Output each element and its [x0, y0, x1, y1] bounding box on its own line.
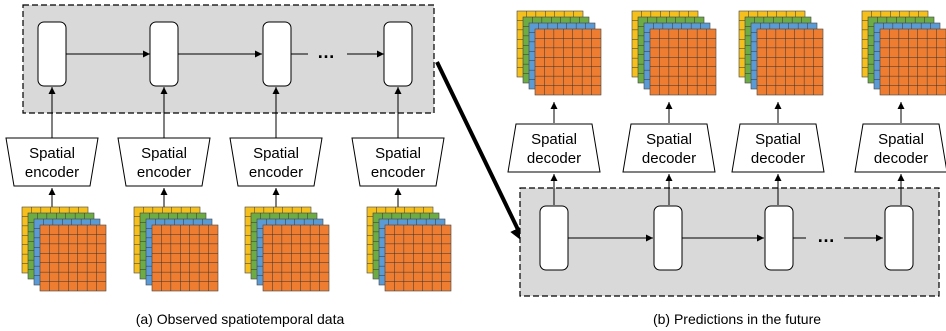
encoder-label-line1: Spatial [29, 145, 75, 162]
rnn-cell-observed-3 [262, 21, 292, 87]
decoder-label-line2: decoder [874, 150, 928, 167]
rnn-cell-prediction-1 [539, 205, 569, 271]
decoder-label-line1: Spatial [878, 131, 924, 148]
observed-grids [21, 206, 452, 292]
encoder-label-line1: Spatial [141, 145, 187, 162]
decoder-shape [507, 123, 601, 173]
encoder-label-line1: Spatial [375, 145, 421, 162]
rnn-cell-prediction-3 [764, 205, 794, 271]
decoders-group: Spatial decoder Spatial decoder Spatial decod… [507, 102, 946, 205]
grid-layer [879, 28, 946, 96]
data-grid-stack-icon [21, 206, 107, 292]
encoder-label-line2: encoder [25, 164, 79, 181]
decoder-label-line2: decoder [642, 150, 696, 167]
data-grid-stack-icon [861, 10, 946, 96]
encoder-shape [117, 137, 211, 187]
grid-layer [384, 224, 452, 292]
grid-layer [534, 28, 602, 96]
transition-arrow [435, 61, 525, 243]
spatial-decoder-3: Spatial decoder [731, 102, 825, 205]
caption-predictions: (b) Predictions in the future [653, 311, 821, 327]
spatial-decoder-1: Spatial decoder [507, 102, 601, 205]
decoder-label-line1: Spatial [646, 131, 692, 148]
encoder-shape [5, 137, 99, 187]
data-grid-stack-icon [738, 10, 824, 96]
encoder-label-line2: encoder [371, 164, 425, 181]
rnn-cell-prediction-2 [653, 205, 683, 271]
spatial-encoder-2: Spatial encoder [117, 87, 211, 226]
prediction-rnn-cells [539, 205, 914, 271]
encoder-shape [229, 137, 323, 187]
caption-observed: (a) Observed spatiotemporal data [136, 311, 345, 327]
prediction-rnn-panel [519, 187, 940, 297]
rnn-cell-observed-4 [383, 21, 413, 87]
grid-layer [262, 224, 330, 292]
rnn-cell-observed-1 [37, 21, 67, 87]
data-grid-stack-icon [133, 206, 219, 292]
decoder-shape [731, 123, 825, 173]
spatial-encoder-1: Spatial encoder [5, 87, 99, 226]
encoder-label-line1: Spatial [253, 145, 299, 162]
rnn-cell-prediction-4 [884, 205, 914, 271]
encoder-shape [351, 137, 445, 187]
spatial-decoder-4: Spatial decoder [854, 102, 946, 205]
data-grid-stack-icon [366, 206, 452, 292]
encoders-group: Spatial encoder Spatial encoder Spatial encod… [5, 87, 445, 226]
grid-layer [649, 28, 717, 96]
ellipsis-b: … [817, 226, 835, 246]
encoder-label-line2: encoder [249, 164, 303, 181]
decoder-shape [622, 123, 716, 173]
decoder-label-line2: decoder [751, 150, 805, 167]
spatial-encoder-3: Spatial encoder [229, 87, 323, 226]
encoder-label-line2: encoder [137, 164, 191, 181]
data-grid-stack-icon [631, 10, 717, 96]
decoder-label-line2: decoder [527, 150, 581, 167]
rnn-cell-observed-2 [149, 21, 179, 87]
decoder-label-line1: Spatial [755, 131, 801, 148]
observed-rnn-panel [22, 4, 435, 114]
spatial-decoder-2: Spatial decoder [622, 102, 716, 205]
prediction-grids [516, 10, 946, 96]
ellipsis-a: … [317, 42, 335, 62]
decoder-shape [854, 123, 946, 173]
grid-layer [756, 28, 824, 96]
decoder-label-line1: Spatial [531, 131, 577, 148]
spatial-encoder-4: Spatial encoder [351, 87, 445, 226]
grid-layer [39, 224, 107, 292]
grid-layer [151, 224, 219, 292]
data-grid-stack-icon [516, 10, 602, 96]
data-grid-stack-icon [244, 206, 330, 292]
